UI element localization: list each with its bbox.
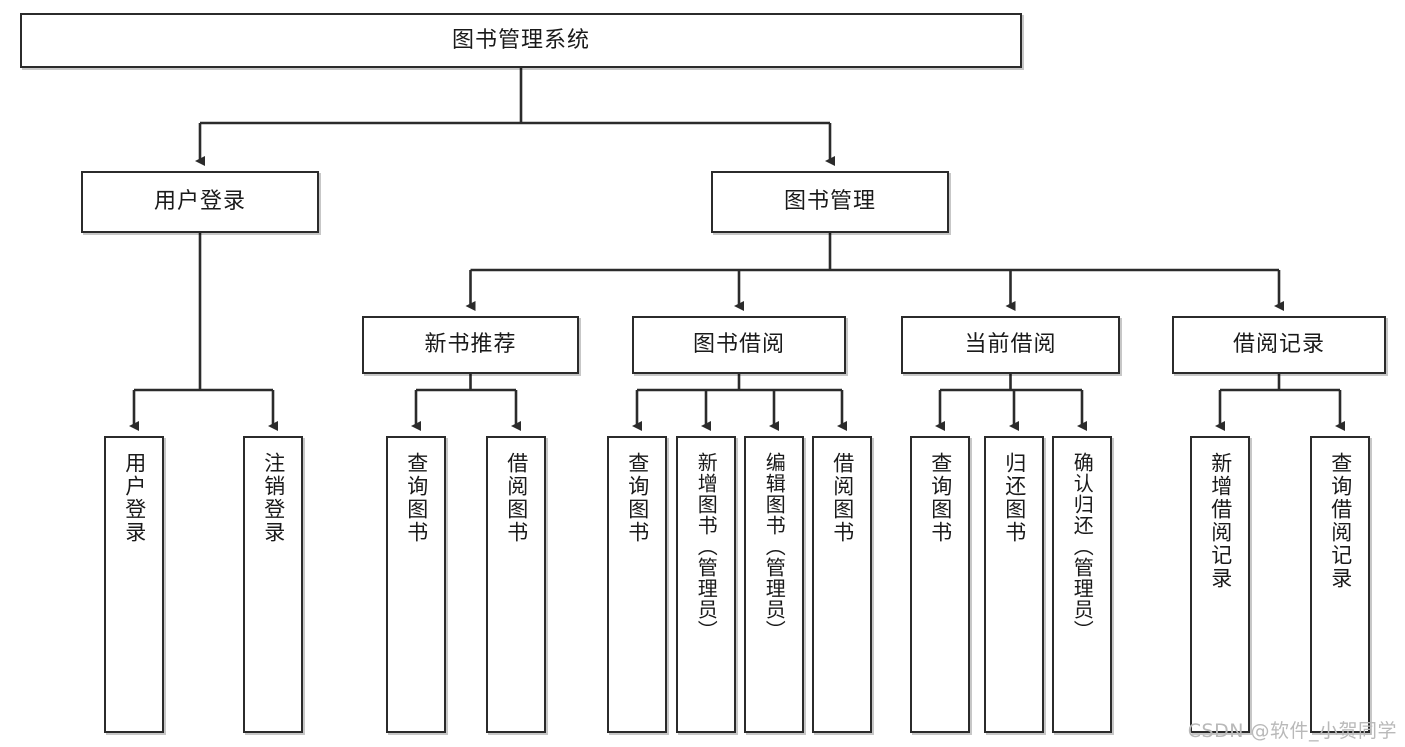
node-book-manage[interactable]: 图书管理 [711, 171, 949, 233]
node-label: 当前借阅 [964, 332, 1057, 358]
node-label: 确认归还（管理员） [1070, 452, 1095, 641]
node-label: 用户登录 [122, 452, 147, 544]
node-label: 借阅图书 [830, 452, 855, 544]
connector-bus [940, 374, 1082, 392]
connector-bus [200, 68, 830, 125]
node-label: 用户登录 [153, 189, 246, 215]
node-leaf-query-book-2[interactable]: 查询图书 [607, 436, 667, 733]
node-new-book-rec[interactable]: 新书推荐 [362, 316, 579, 374]
node-label: 编辑图书（管理员） [762, 452, 787, 641]
node-label: 归还图书 [1002, 452, 1027, 544]
node-label: 图书借阅 [692, 332, 785, 358]
node-leaf-confirm-return[interactable]: 确认归还（管理员） [1052, 436, 1112, 733]
node-leaf-add-record[interactable]: 新增借阅记录 [1190, 436, 1250, 733]
node-leaf-query-record[interactable]: 查询借阅记录 [1310, 436, 1370, 733]
node-borrow-record[interactable]: 借阅记录 [1172, 316, 1386, 374]
node-label: 新增借阅记录 [1208, 452, 1233, 590]
node-label: 查询图书 [928, 452, 953, 544]
node-label: 借阅图书 [504, 452, 529, 544]
node-label: 查询图书 [404, 452, 429, 544]
connector-bus [416, 374, 516, 392]
node-leaf-query-book-1[interactable]: 查询图书 [386, 436, 446, 733]
node-leaf-borrow-book-1[interactable]: 借阅图书 [486, 436, 546, 733]
node-leaf-add-book[interactable]: 新增图书（管理员） [676, 436, 736, 733]
node-leaf-borrow-book-2[interactable]: 借阅图书 [812, 436, 872, 733]
connector-bus [470, 233, 1279, 272]
node-leaf-user-login[interactable]: 用户登录 [104, 436, 164, 733]
watermark-text: CSDN @软件_小贺同学 [1187, 720, 1397, 742]
connector-bus [134, 233, 273, 392]
connector-bus [637, 374, 842, 392]
node-label: 新增图书（管理员） [694, 452, 719, 641]
node-label: 查询借阅记录 [1328, 452, 1353, 590]
node-leaf-query-book-3[interactable]: 查询图书 [910, 436, 970, 733]
node-user-login[interactable]: 用户登录 [81, 171, 319, 233]
node-leaf-logout[interactable]: 注销登录 [243, 436, 303, 733]
node-label: 新书推荐 [424, 332, 517, 358]
node-leaf-return-book[interactable]: 归还图书 [984, 436, 1044, 733]
node-label: 图书管理系统 [451, 27, 590, 53]
node-current-borrow[interactable]: 当前借阅 [901, 316, 1120, 374]
node-root[interactable]: 图书管理系统 [20, 13, 1022, 68]
connector-bus [1220, 374, 1340, 392]
node-label: 查询图书 [625, 452, 650, 544]
node-book-borrow[interactable]: 图书借阅 [632, 316, 846, 374]
node-leaf-edit-book[interactable]: 编辑图书（管理员） [744, 436, 804, 733]
node-label: 注销登录 [261, 452, 286, 544]
node-label: 图书管理 [783, 189, 876, 215]
node-label: 借阅记录 [1232, 332, 1325, 358]
